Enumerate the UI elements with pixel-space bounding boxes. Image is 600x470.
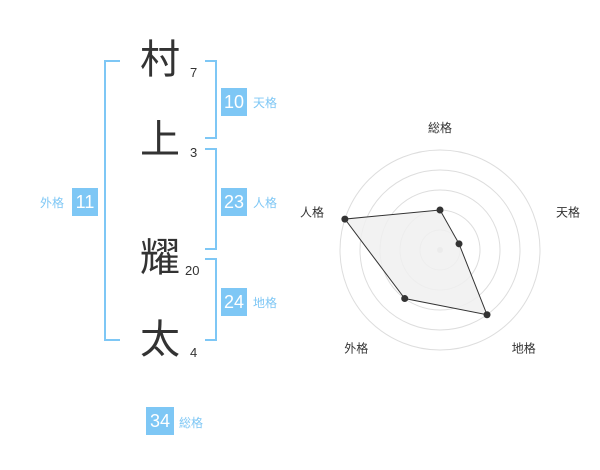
stroke-count-1: 7 xyxy=(190,65,198,80)
name-char-1: 村 xyxy=(140,37,180,83)
radar-point-2 xyxy=(455,240,463,248)
stroke-count-3: 20 xyxy=(185,263,200,278)
tenkaku-bracket xyxy=(205,60,217,139)
jinkaku-bracket xyxy=(205,148,217,250)
gaikaku-label: 外格 xyxy=(40,196,65,210)
stroke-count-2: 3 xyxy=(190,145,198,160)
radar-point-1 xyxy=(436,206,444,214)
chikaku-badge: 24 xyxy=(221,288,247,316)
radar-axis-label-1: 総格 xyxy=(428,120,452,135)
gaikaku-badge: 11 xyxy=(72,188,98,216)
soukaku-label: 総格 xyxy=(179,416,204,430)
radar-ring-5 xyxy=(339,149,541,351)
gaikaku-bracket xyxy=(104,60,120,341)
tenkaku-label: 天格 xyxy=(253,96,278,110)
name-char-3: 耀 xyxy=(140,235,180,281)
radar-ring-4 xyxy=(359,169,521,331)
jinkaku-label: 人格 xyxy=(253,196,278,210)
radar-axis-label-3: 地格 xyxy=(512,341,536,356)
name-char-4: 太 xyxy=(140,317,180,363)
chikaku-bracket xyxy=(205,258,217,341)
radar-area xyxy=(343,209,488,316)
name-char-2: 上 xyxy=(140,117,180,163)
stroke-count-4: 4 xyxy=(190,345,198,360)
radar-point-5 xyxy=(341,215,349,223)
radar-point-4 xyxy=(401,295,409,303)
soukaku-badge: 34 xyxy=(146,407,174,435)
tenkaku-badge: 10 xyxy=(221,88,247,116)
radar-axis-label-4: 外格 xyxy=(344,341,368,356)
jinkaku-badge: 23 xyxy=(221,188,247,216)
radar-axis-label-5: 人格 xyxy=(300,204,324,219)
radar-axis-label-2: 天格 xyxy=(556,204,580,219)
chikaku-label: 地格 xyxy=(253,296,278,310)
radar-point-3 xyxy=(483,311,491,319)
